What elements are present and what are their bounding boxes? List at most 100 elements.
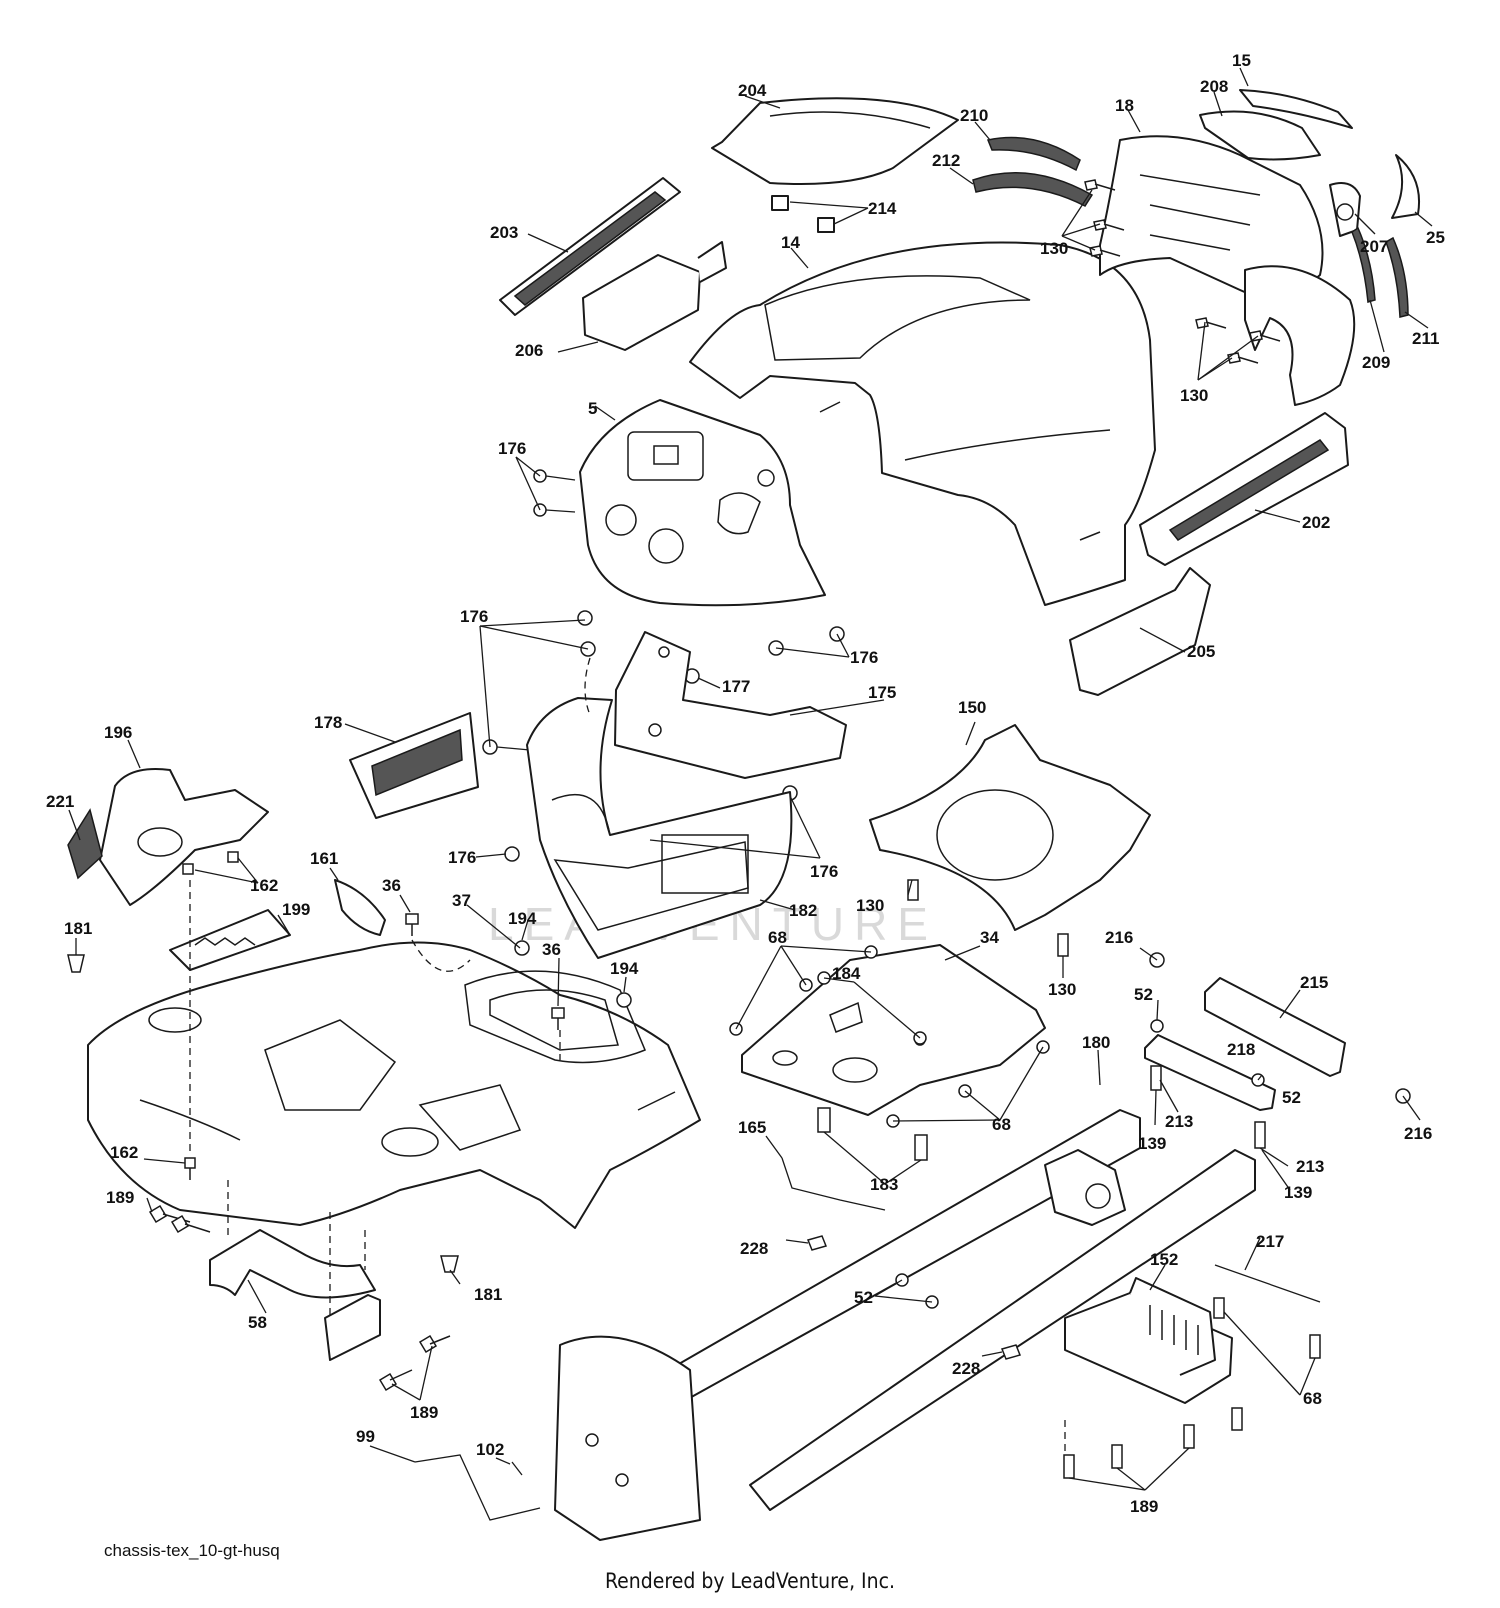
part-228-pins — [806, 1235, 1022, 1360]
part-181-nut-left — [67, 954, 85, 973]
callout-213-left: 213 — [1165, 1112, 1193, 1131]
callout-130-hood: 130 — [1180, 386, 1208, 405]
part-215-bracket — [1204, 977, 1346, 1077]
part-162-screws — [182, 851, 239, 1180]
callout-37: 37 — [452, 891, 471, 910]
callout-194-left: 194 — [508, 909, 537, 928]
callout-202: 202 — [1302, 513, 1330, 532]
part-58-bracket — [209, 1229, 381, 1361]
part-37-fender — [87, 941, 701, 1229]
leader-lines — [68, 67, 1433, 1491]
callout-68-plate: 68 — [992, 1115, 1011, 1134]
part-208-badge — [1199, 110, 1321, 161]
callout-214: 214 — [868, 199, 897, 218]
part-5-dash-panel — [579, 399, 826, 607]
part-14-hood — [689, 241, 1156, 606]
part-214-clips — [771, 195, 835, 233]
callout-130-upper: 130 — [1040, 239, 1068, 258]
callout-176-left: 176 — [460, 607, 488, 626]
callout-68-guard: 68 — [1303, 1389, 1322, 1408]
part-218-bracket — [1144, 1034, 1276, 1111]
part-182-pedestal — [526, 697, 793, 959]
part-211-grille-side — [1385, 236, 1409, 318]
part-34-plate — [741, 944, 1046, 1116]
callout-68-upper: 68 — [768, 928, 787, 947]
part-178-grille-plate — [349, 712, 479, 819]
callout-189-lower-right: 189 — [1130, 1497, 1158, 1516]
part-175-bracket — [614, 631, 847, 779]
diagram-caption: chassis-tex_10-gt-husq — [104, 1541, 280, 1560]
callout-228-upper: 228 — [740, 1239, 768, 1258]
callout-176-dash: 176 — [498, 439, 526, 458]
part-99-102-linkage — [414, 1454, 541, 1521]
part-180-frame-rail — [554, 1109, 1256, 1541]
part-204-hood-cover — [711, 97, 959, 185]
callout-209: 209 — [1362, 353, 1390, 372]
callout-152: 152 — [1150, 1250, 1178, 1269]
callout-5: 5 — [588, 399, 597, 418]
part-165-rod — [781, 1157, 886, 1211]
part-161-bracket — [334, 879, 386, 936]
callout-175: 175 — [868, 683, 896, 702]
callout-194-right: 194 — [610, 959, 639, 978]
part-209-grille-side — [1351, 226, 1376, 303]
callout-161: 161 — [310, 849, 338, 868]
callout-210: 210 — [960, 106, 988, 125]
render-credit: Rendered by LeadVenture, Inc. — [605, 1569, 895, 1593]
callout-18: 18 — [1115, 96, 1134, 115]
callout-189-upper-left: 189 — [106, 1188, 134, 1207]
callout-208: 208 — [1200, 77, 1228, 96]
callout-52-lower: 52 — [854, 1288, 873, 1307]
callout-182: 182 — [789, 901, 817, 920]
part-189-bolts-right — [1063, 1297, 1321, 1479]
part-152-guard — [1064, 1277, 1233, 1404]
part-221-decal — [67, 808, 103, 880]
part-181-nut-fender — [440, 1255, 459, 1273]
part-130-screws-upper — [1084, 179, 1281, 364]
callout-139-left: 139 — [1138, 1134, 1166, 1153]
callout-36-lower: 36 — [542, 940, 561, 959]
callout-204: 204 — [738, 81, 767, 100]
callout-34: 34 — [980, 928, 999, 947]
callout-15: 15 — [1232, 51, 1251, 70]
callout-213-right: 213 — [1296, 1157, 1324, 1176]
part-205-panel — [1069, 567, 1211, 696]
callout-212: 212 — [932, 151, 960, 170]
callout-25: 25 — [1426, 228, 1445, 247]
callout-130-footrest: 130 — [856, 896, 884, 915]
callout-102: 102 — [476, 1440, 504, 1459]
callout-176-pedestal-right: 176 — [810, 862, 838, 881]
callout-215: 215 — [1300, 973, 1328, 992]
callout-216-left: 216 — [1105, 928, 1133, 947]
callout-labels: 204 15 208 18 210 212 214 203 14 130 207… — [46, 51, 1445, 1516]
callout-52-right: 52 — [1282, 1088, 1301, 1107]
callout-189-lower-left: 189 — [410, 1403, 438, 1422]
callout-99: 99 — [356, 1427, 375, 1446]
callout-130-footrest-right: 130 — [1048, 980, 1076, 999]
alignment-lines — [189, 657, 1066, 1455]
callout-165: 165 — [738, 1118, 766, 1137]
callout-211: 211 — [1412, 329, 1439, 348]
part-216-52-213-139-fasteners — [1149, 952, 1411, 1149]
callout-176-right: 176 — [850, 648, 878, 667]
callout-221: 221 — [46, 792, 74, 811]
callout-216-right: 216 — [1404, 1124, 1432, 1143]
part-194-grommets — [514, 940, 632, 1008]
part-hood-side-panel — [1244, 265, 1356, 406]
callout-181-left: 181 — [64, 919, 92, 938]
callout-176-pedestal: 176 — [448, 848, 476, 867]
callout-36-upper: 36 — [382, 876, 401, 895]
part-212-grille-strip — [972, 172, 1094, 207]
part-189-bolts-left — [148, 1204, 451, 1392]
callout-203: 203 — [490, 223, 518, 242]
part-15-trim — [1239, 89, 1353, 129]
callout-183: 183 — [870, 1175, 898, 1194]
callout-207: 207 — [1360, 237, 1388, 256]
callout-217: 217 — [1256, 1232, 1284, 1251]
callout-205: 205 — [1187, 642, 1215, 661]
callout-181-lower: 181 — [474, 1285, 502, 1304]
callout-58: 58 — [248, 1313, 267, 1332]
part-199-cover — [169, 909, 291, 971]
part-52-nuts-lower — [895, 1273, 939, 1309]
